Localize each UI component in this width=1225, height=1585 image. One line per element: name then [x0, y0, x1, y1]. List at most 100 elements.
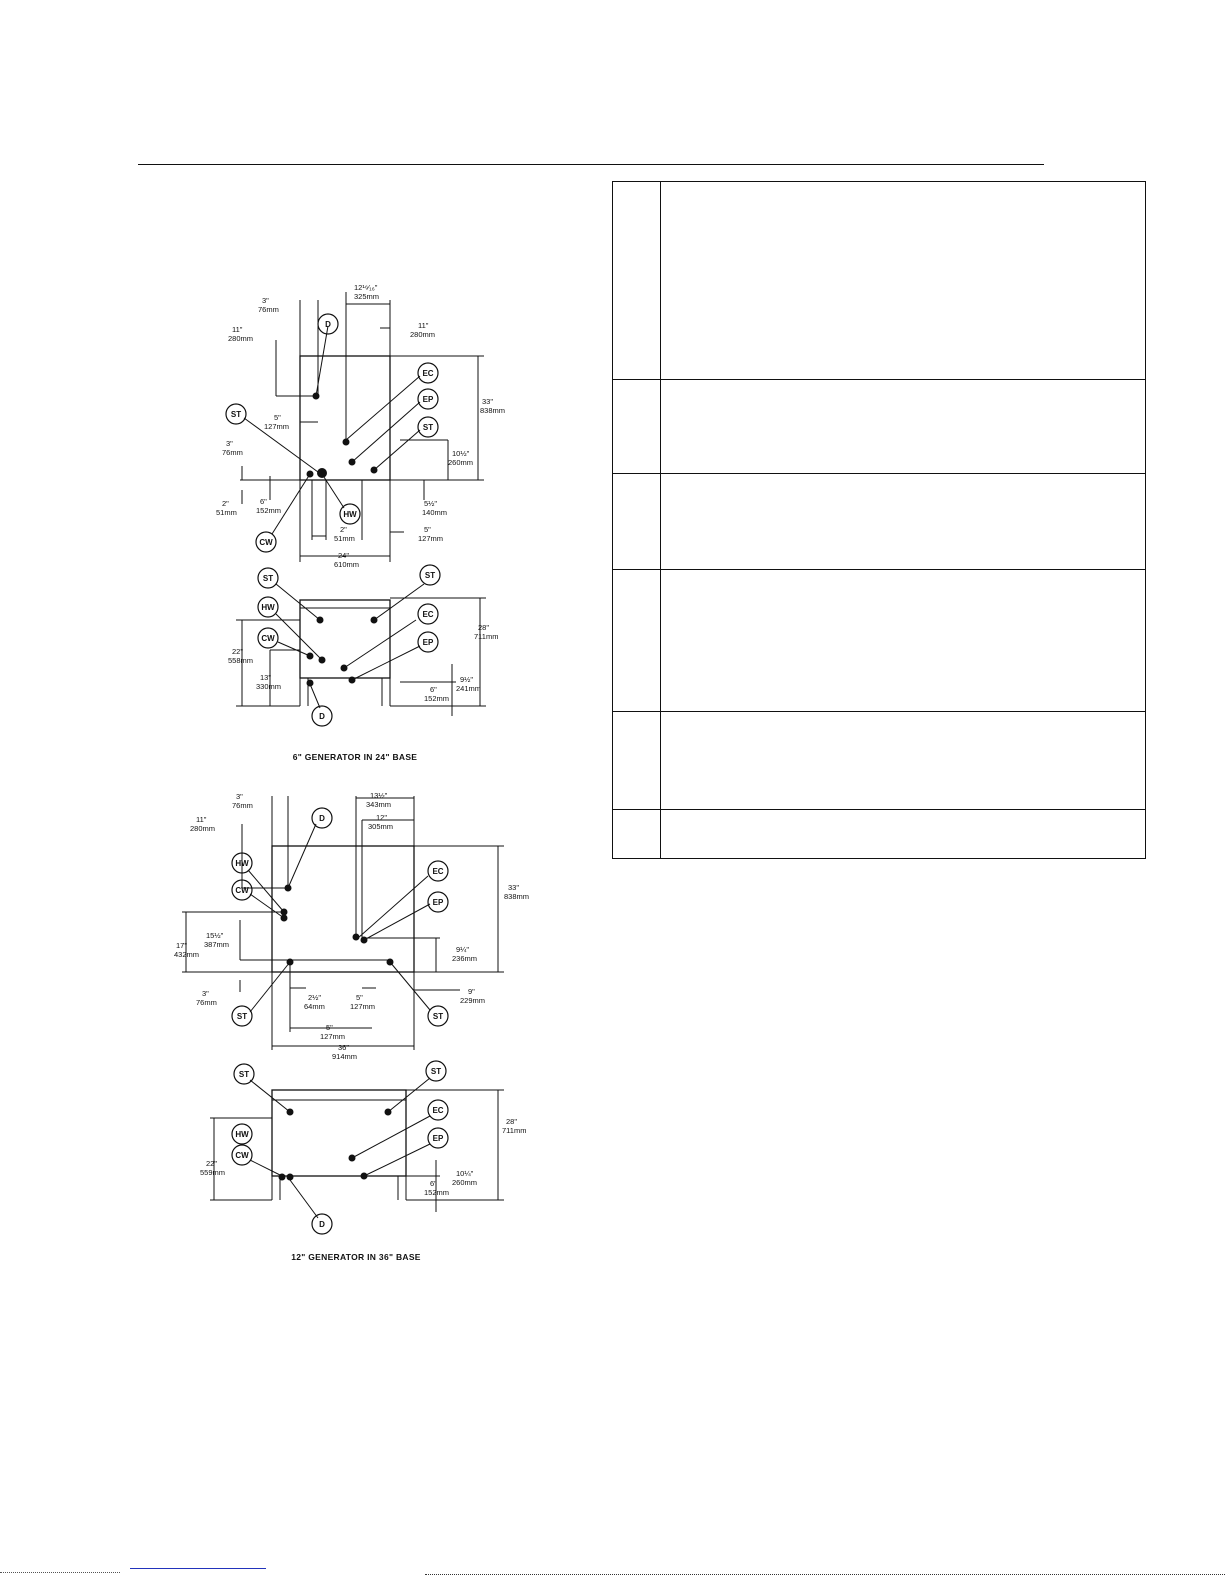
dim-label: 152mm: [256, 506, 281, 515]
callout-ep: [417, 388, 439, 410]
dim-label: 305mm: [368, 822, 393, 831]
dim-label: 76mm: [222, 448, 243, 457]
dim-label: 5": [274, 413, 281, 422]
dim-label: 51mm: [334, 534, 355, 543]
dim-label: 22": [232, 647, 243, 656]
dim-label: 10¼": [456, 1169, 474, 1178]
dim-label: 11": [418, 321, 429, 330]
callout-label-d: D: [319, 1220, 325, 1229]
dim-label: 76mm: [196, 998, 217, 1007]
dim-label: 33": [482, 397, 493, 406]
dim-label: 152mm: [424, 1188, 449, 1197]
callout-label-st: ST: [231, 410, 241, 419]
callout-label-ep: EP: [423, 638, 434, 647]
legend-row: [613, 810, 1145, 858]
callout-label-hw: HW: [261, 603, 275, 612]
callout-label-st: ST: [425, 571, 435, 580]
dim-label: 6": [260, 497, 267, 506]
dim-label: 9": [468, 987, 475, 996]
dim-label: 711mm: [474, 632, 498, 641]
callout-d: [317, 313, 339, 335]
footer-link-underline: [130, 1568, 266, 1569]
callout-label-st: ST: [423, 423, 433, 432]
legend-code: [613, 570, 661, 711]
dim-label: 432mm: [174, 950, 199, 959]
dim-label: 610mm: [334, 560, 359, 569]
legend-code: [613, 474, 661, 569]
dim-label: 343mm: [366, 800, 391, 809]
dim-label: 15½": [206, 931, 224, 940]
figure-6in-plan: [240, 292, 484, 562]
dim-label: 838mm: [504, 892, 529, 901]
installation-drawings: D EC EP ST ST HW CW 3" 76mm 12¹⁶⁄₁₆" 325…: [174, 283, 529, 1262]
callout-ec: [417, 362, 439, 384]
dim-label: 229mm: [460, 996, 485, 1005]
dim-label: 260mm: [448, 458, 473, 467]
callout-label-d: D: [319, 712, 325, 721]
dim-label: 387mm: [204, 940, 229, 949]
dim-label: 711mm: [502, 1126, 526, 1135]
callout-label-cw: CW: [235, 1151, 249, 1160]
callout-label-ec: EC: [432, 1106, 443, 1115]
dim-label: 5": [424, 525, 431, 534]
callout-label-st: ST: [433, 1012, 443, 1021]
dim-label: 3": [202, 989, 209, 998]
dim-label: 127mm: [320, 1032, 345, 1041]
legend-row: [613, 474, 1145, 570]
callout-label-st: ST: [263, 574, 273, 583]
callout-label-d: D: [325, 320, 331, 329]
callout-st: [225, 403, 247, 425]
dim-label: 11": [196, 815, 207, 824]
callout-label-ep: EP: [433, 898, 444, 907]
callout-cw: [255, 531, 277, 553]
callout-label-cw: CW: [259, 538, 273, 547]
dim-label: 12¹⁶⁄₁₆": [354, 283, 378, 292]
dim-label: 5": [326, 1023, 333, 1032]
dim-label: 558mm: [228, 656, 253, 665]
dim-label: 24": [338, 551, 349, 560]
figure-caption: 6" GENERATOR IN 24" BASE: [293, 752, 418, 762]
dim-label: 6": [430, 685, 437, 694]
legend-code: [613, 810, 661, 858]
dim-label: 140mm: [422, 508, 447, 517]
dim-label: 914mm: [332, 1052, 357, 1061]
dim-label: 10½": [452, 449, 470, 458]
dim-label: 2½": [308, 993, 321, 1002]
dim-label: 22": [206, 1159, 217, 1168]
dim-label: 152mm: [424, 694, 449, 703]
legend-table: [612, 181, 1146, 859]
dim-label: 5½": [424, 499, 437, 508]
dim-label: 241mm: [456, 684, 481, 693]
figure-12in-elevation: [210, 1077, 504, 1219]
callout-label-ep: EP: [423, 395, 434, 404]
dim-label: 3": [262, 296, 269, 305]
dim-label: 17": [176, 941, 187, 950]
callout-label-st: ST: [239, 1070, 249, 1079]
dim-label: 33": [508, 883, 519, 892]
dim-label: 76mm: [258, 305, 279, 314]
dim-label: 11": [232, 325, 243, 334]
legend-code: [613, 182, 661, 379]
callout-label-d: D: [319, 814, 325, 823]
legend-row: [613, 182, 1145, 380]
dim-label: 236mm: [452, 954, 477, 963]
dim-label: 127mm: [350, 1002, 375, 1011]
callout-st: [417, 416, 439, 438]
dim-label: 2": [222, 499, 229, 508]
dim-label: 280mm: [228, 334, 253, 343]
dim-label: 13": [260, 673, 271, 682]
dim-label: 51mm: [216, 508, 237, 517]
figure-caption: 12" GENERATOR IN 36" BASE: [291, 1252, 421, 1262]
dim-label: 127mm: [418, 534, 443, 543]
figure-12in-plan: [182, 796, 504, 1050]
callout-label-ec: EC: [422, 610, 433, 619]
dim-label: 9½": [460, 675, 473, 684]
callout-label-ec: EC: [432, 867, 443, 876]
dim-label: 2": [340, 525, 347, 534]
dim-label: 838mm: [480, 406, 505, 415]
footer-rule: [425, 1574, 1225, 1575]
callout-label-cw: CW: [261, 634, 275, 643]
dim-label: 36": [338, 1043, 349, 1052]
footer-rule: [0, 1572, 120, 1573]
callout-label-hw: HW: [343, 510, 357, 519]
